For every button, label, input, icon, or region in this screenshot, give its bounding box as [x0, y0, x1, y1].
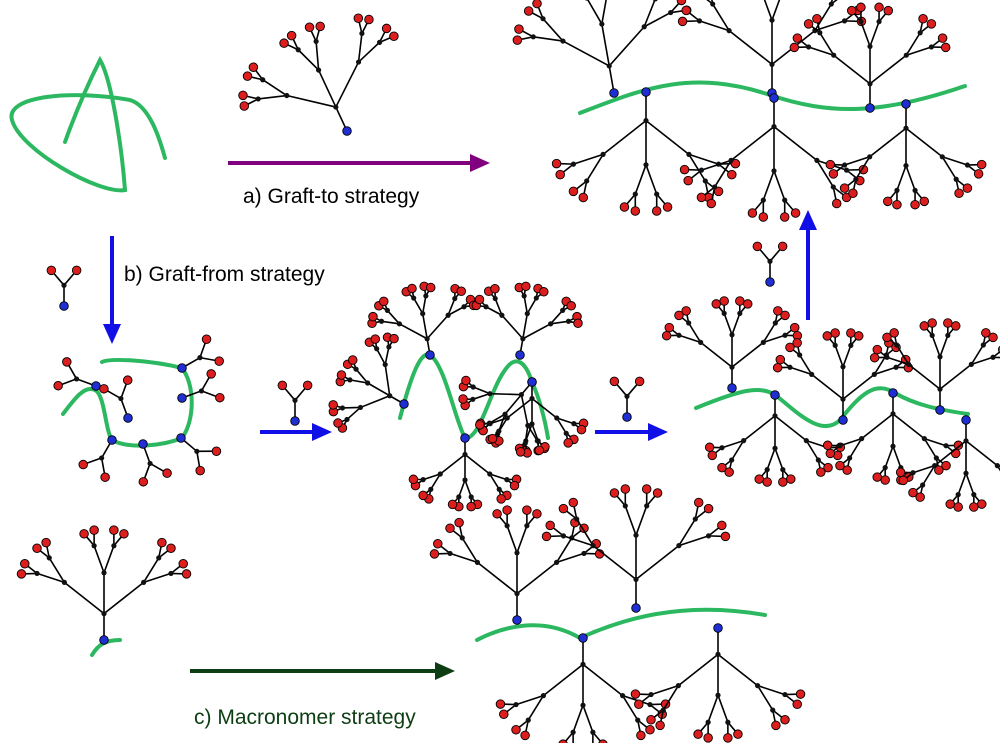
graft-to-label: a) Graft-to strategy	[243, 186, 419, 207]
graft-from-arrow-up	[799, 210, 817, 320]
dendron-graft-to-4	[680, 94, 867, 222]
macronomer-label: c) Macronomer strategy	[194, 707, 416, 728]
dendron-macronomer-product-1	[430, 506, 604, 624]
dendron-graft-from-1	[662, 297, 801, 393]
dendron-macronomer	[17, 526, 191, 644]
graft-from-arrow-right-2	[595, 423, 668, 441]
backbone-coil	[12, 60, 165, 190]
dendron-partial-5	[472, 282, 582, 359]
dendron-graft-from-5	[870, 319, 1000, 415]
dendron-partial-2	[368, 282, 478, 359]
graft-from-label: b) Graft-from strategy	[124, 264, 325, 285]
monomer-ring-1	[54, 358, 100, 391]
backbone-ring	[63, 360, 192, 446]
dendron-macronomer-product-4	[631, 624, 805, 742]
dendron-graft-from-2	[705, 391, 844, 487]
dendron-partial-3	[409, 434, 521, 511]
backbone-macronomer-product	[477, 610, 765, 640]
dendron-graft-to-1	[513, 0, 691, 97]
graft-from-arrow-right-1	[260, 423, 332, 441]
monomer-ring-6	[178, 335, 224, 372]
graft-to-arrow	[228, 154, 490, 172]
dendron-macronomer-product-3	[542, 485, 729, 613]
monomer-free-1	[47, 266, 81, 310]
dendron-graft-to-2	[552, 88, 739, 216]
monomer-ring-2	[79, 436, 116, 482]
dendron-macronomer-product-2	[496, 634, 670, 743]
monomer-free-2	[278, 381, 312, 425]
dendron-graft-from-4	[823, 389, 962, 485]
monomer-free-3	[610, 377, 644, 421]
dendron-graft-to-6	[826, 100, 986, 209]
dendron-free	[239, 14, 399, 135]
dendron-partial-1	[329, 333, 408, 432]
monomer-free-4	[753, 242, 787, 286]
monomer-ring-4	[177, 434, 221, 475]
macronomer-arrow	[190, 662, 455, 680]
graft-from-arrow-down	[103, 236, 121, 344]
backbone-wave-2	[696, 388, 968, 426]
